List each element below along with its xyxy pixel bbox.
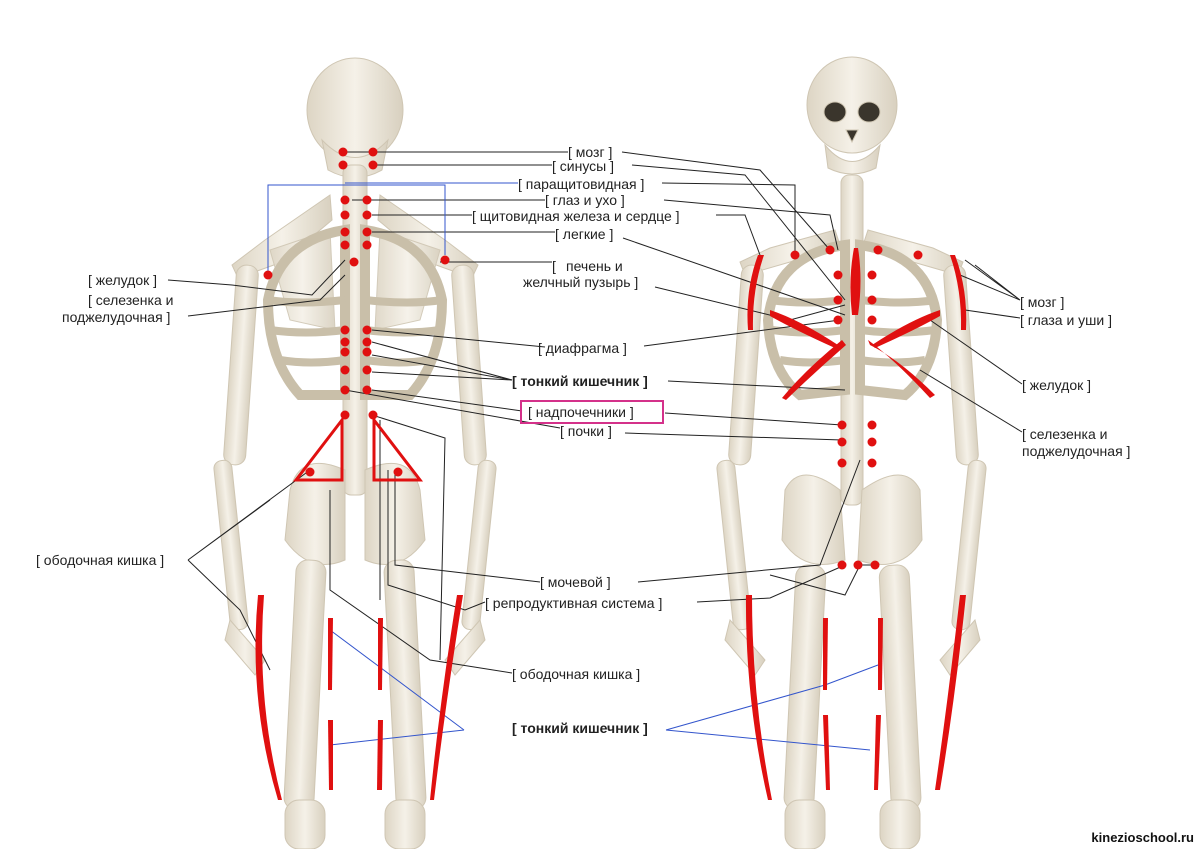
watermark: kinezioschool.ru (1091, 830, 1194, 845)
label-liver-bracket: [ (552, 258, 556, 274)
label-stomach-right: [ желудок ] (1022, 377, 1092, 393)
label-sinuses: [ синусы ] (552, 158, 615, 174)
label-stomach-left: [ желудок ] (88, 272, 158, 288)
label-eyes-ears-right: [ глаза и уши ] (1020, 312, 1113, 328)
label-colon-bottom: [ ободочная кишка ] (512, 666, 641, 682)
label-kidneys: [ почки ] (560, 423, 612, 439)
label-diaphragm: [ диафрагма ] (538, 340, 627, 356)
label-bladder: [ мочевой ] (540, 574, 611, 590)
label-thyroid-heart: [ щитовидная железа и сердце ] (472, 208, 680, 224)
label-spleen-left-line1: [ селезенка и (88, 292, 174, 308)
leader-lines (167, 151, 1023, 674)
red-points (263, 147, 923, 570)
label-brain: [ мозг ] (568, 144, 613, 160)
back-skeleton (213, 57, 497, 850)
red-triangles (292, 415, 424, 482)
adrenals-highlight-box (520, 400, 664, 424)
label-reproductive: [ репродуктивная система ] (485, 595, 663, 611)
label-liver-line2: желчный пузырь ] (523, 274, 639, 290)
red-zones (255, 248, 967, 800)
label-lungs: [ легкие ] (555, 226, 614, 242)
label-adrenals: [ надпочечники ] (528, 404, 634, 420)
label-spleen-left-line2: поджелудочная ] (62, 309, 171, 325)
label-spleen-right-line2: поджелудочная ] (1022, 443, 1131, 459)
label-liver-line1: печень и (566, 258, 623, 274)
label-eye-ear: [ глаз и ухо ] (545, 192, 625, 208)
label-colon-left: [ ободочная кишка ] (36, 552, 165, 568)
label-brain-right: [ мозг ] (1020, 294, 1065, 310)
label-small-intestine-bottom: [ тонкий кишечник ] (512, 720, 648, 736)
label-parathyroid: [ паращитовидная ] (518, 176, 645, 192)
label-small-intestine-top: [ тонкий кишечник ] (512, 373, 648, 389)
label-spleen-right-line1: [ селезенка и (1022, 426, 1108, 442)
